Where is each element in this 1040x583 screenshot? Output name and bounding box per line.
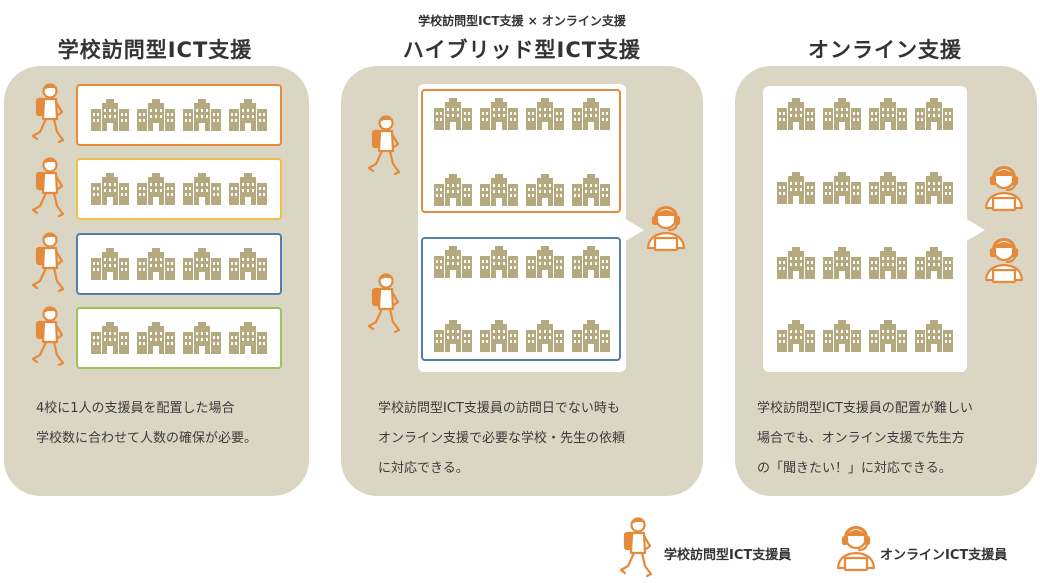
school-building-icon xyxy=(572,246,610,278)
school-building-icon xyxy=(572,98,610,130)
school-building-icon xyxy=(480,320,518,352)
school-building-icon xyxy=(91,248,129,280)
school-building-icon xyxy=(572,174,610,206)
school-building-icon xyxy=(183,248,221,280)
school-building-icon xyxy=(777,320,815,352)
school-building-icon xyxy=(869,320,907,352)
hybrid-subtitle: 学校訪問型ICT支援 × オンライン支援 xyxy=(418,14,626,28)
online-staff-icon xyxy=(982,164,1026,212)
hybrid-description: 学校訪問型ICT支援員の訪問日でない時も オンライン支援で必要な学校・先生の依頼… xyxy=(378,401,626,476)
school-building-icon xyxy=(91,173,129,205)
walking-staff-icon xyxy=(366,114,402,178)
school-building-icon xyxy=(915,320,953,352)
online-staff-icon xyxy=(834,524,878,572)
school-building-icon xyxy=(869,247,907,279)
school-building-icon xyxy=(526,98,564,130)
school-building-icon xyxy=(915,247,953,279)
legend-visit-staff: 学校訪問型ICT支援員 xyxy=(664,548,792,563)
school-building-icon xyxy=(434,98,472,130)
walking-staff-icon xyxy=(30,156,66,220)
school-building-icon xyxy=(137,322,175,354)
hybrid-title: ハイブリッド型ICT支援 xyxy=(402,38,642,62)
online-staff-icon xyxy=(644,204,688,252)
school-building-icon xyxy=(869,98,907,130)
speech-pointer xyxy=(624,218,644,242)
school-building-icon xyxy=(823,98,861,130)
online-staff-icon xyxy=(982,236,1026,284)
online-description: 学校訪問型ICT支援員の配置が難しい 場合でも、オンライン支援で先生方 の「聞き… xyxy=(757,401,973,476)
legend-online-staff: オンラインICT支援員 xyxy=(880,548,1008,563)
school-building-icon xyxy=(915,98,953,130)
school-building-icon xyxy=(137,248,175,280)
walking-staff-icon xyxy=(30,231,66,295)
school-building-icon xyxy=(823,172,861,204)
school-building-icon xyxy=(137,173,175,205)
walking-staff-icon xyxy=(366,272,402,336)
school-building-icon xyxy=(183,99,221,131)
school-building-icon xyxy=(229,173,267,205)
school-building-icon xyxy=(229,322,267,354)
school-building-icon xyxy=(183,173,221,205)
walking-staff-icon xyxy=(618,516,654,580)
school-building-icon xyxy=(915,172,953,204)
school-building-icon xyxy=(777,247,815,279)
school-building-icon xyxy=(137,99,175,131)
school-building-icon xyxy=(526,320,564,352)
school-building-icon xyxy=(572,320,610,352)
visit-description: 4校に1人の支援員を配置した場合 学校数に合わせて人数の確保が必要。 xyxy=(36,401,258,446)
school-building-icon xyxy=(480,98,518,130)
school-building-icon xyxy=(480,174,518,206)
school-building-icon xyxy=(434,174,472,206)
online-title: オンライン支援 xyxy=(808,38,962,62)
school-building-icon xyxy=(91,322,129,354)
school-building-icon xyxy=(91,99,129,131)
school-building-icon xyxy=(526,246,564,278)
school-building-icon xyxy=(777,172,815,204)
walking-staff-icon xyxy=(30,305,66,369)
school-building-icon xyxy=(229,248,267,280)
visit-title: 学校訪問型ICT支援 xyxy=(57,38,253,62)
school-building-icon xyxy=(434,320,472,352)
school-building-icon xyxy=(777,98,815,130)
school-building-icon xyxy=(823,247,861,279)
speech-pointer xyxy=(965,218,985,242)
walking-staff-icon xyxy=(30,82,66,146)
school-building-icon xyxy=(183,322,221,354)
school-building-icon xyxy=(869,172,907,204)
school-building-icon xyxy=(434,246,472,278)
school-building-icon xyxy=(480,246,518,278)
school-building-icon xyxy=(229,99,267,131)
school-building-icon xyxy=(823,320,861,352)
school-building-icon xyxy=(526,174,564,206)
